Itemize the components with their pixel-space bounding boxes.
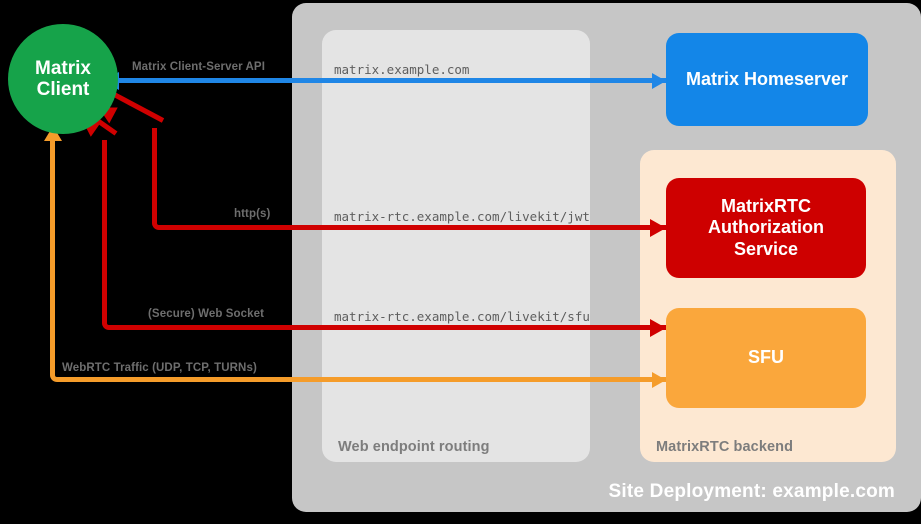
link-label-web-socket: (Secure) Web Socket [148, 308, 265, 320]
url-label-matrix-example-com: matrix.example.com [334, 62, 470, 77]
panel-label-matrixrtc-backend: MatrixRTC backend [656, 439, 794, 455]
link-cs-api-shaft [118, 78, 666, 83]
link-webrtc-shaft-vertical [50, 140, 55, 372]
link-jwt-corner [152, 216, 166, 230]
link-cs-api-arrowhead-homeserver [652, 72, 666, 89]
node-sfu[interactable]: SFU [666, 308, 866, 408]
node-auth-label-line2: Authorization [708, 217, 824, 238]
link-label-https: http(s) [234, 208, 271, 220]
node-matrix-homeserver[interactable]: Matrix Homeserver [666, 33, 868, 126]
link-sfu-ws-shaft-vertical [102, 140, 107, 320]
url-label-livekit-sfu: matrix-rtc.example.com/livekit/sfu [334, 309, 590, 324]
link-webrtc-corner [50, 368, 64, 382]
link-jwt-shaft-vertical [152, 128, 157, 220]
link-sfu-ws-arrowhead-sfu [650, 318, 666, 337]
panel-label-site-deployment: Site Deployment: example.com [608, 481, 895, 502]
node-sfu-label: SFU [748, 347, 784, 368]
node-matrix-client[interactable]: Matrix Client [8, 24, 118, 134]
panel-label-web-endpoint-routing: Web endpoint routing [338, 439, 490, 455]
panel-web-endpoint-routing [322, 30, 590, 462]
link-jwt-arrowhead-auth [650, 218, 666, 237]
node-auth-label-line1: MatrixRTC [720, 196, 811, 217]
link-label-webrtc-traffic: WebRTC Traffic (UDP, TCP, TURNs) [62, 362, 257, 374]
node-matrix-client-label-line2: Client [36, 79, 90, 100]
node-matrix-homeserver-label: Matrix Homeserver [685, 68, 849, 89]
link-jwt-shaft-horizontal [164, 225, 666, 230]
link-sfu-ws-corner [102, 316, 116, 330]
link-sfu-ws-shaft-horizontal [114, 325, 666, 330]
node-matrixrtc-authorization-service[interactable]: MatrixRTC Authorization Service [666, 178, 866, 278]
url-label-livekit-jwt: matrix-rtc.example.com/livekit/jwt [334, 209, 590, 224]
link-webrtc-shaft-horizontal [62, 377, 666, 382]
link-webrtc-arrowhead-sfu [652, 371, 666, 388]
link-label-cs-api: Matrix Client-Server API [132, 61, 265, 73]
node-matrix-client-label-line1: Matrix [35, 57, 91, 79]
link-jwt-shaft-diagonal [112, 92, 165, 123]
node-auth-label-line3: Service [733, 238, 799, 259]
